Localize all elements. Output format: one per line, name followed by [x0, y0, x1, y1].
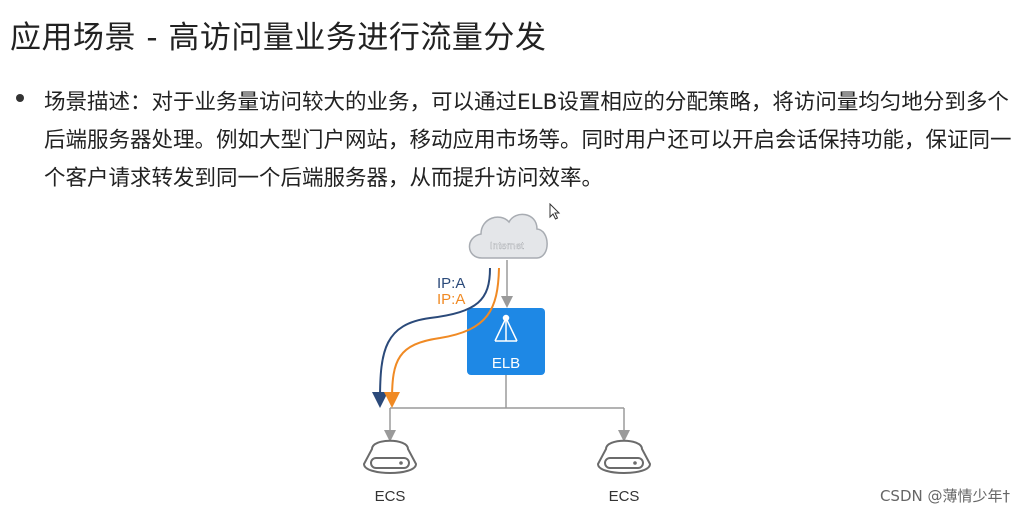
description-text: 对于业务量访问较大的业务，可以通过ELB设置相应的分配策略，将访问量均匀地分到多…: [44, 90, 1012, 191]
session-path-navy: [372, 267, 491, 408]
description-label: 场景描述：: [44, 90, 152, 115]
internet-cloud-icon: Internet: [468, 213, 548, 259]
elb-icon: [494, 314, 518, 342]
ecs-server-icon-left: ECS: [362, 439, 418, 505]
slide-title: 应用场景 - 高访问量业务进行流量分发: [10, 20, 547, 56]
scenario-description: 场景描述：对于业务量访问较大的业务，可以通过ELB设置相应的分配策略，将访问量均…: [16, 84, 1016, 198]
elb-label: ELB: [492, 355, 520, 372]
mouse-cursor-icon: [549, 203, 561, 220]
ecs-label-left: ECS: [375, 488, 406, 505]
bullet-icon: [16, 94, 24, 102]
elb-box: ELB: [467, 308, 545, 375]
watermark: CSDN @薄情少年†: [879, 487, 1010, 505]
internet-label: Internet: [490, 241, 524, 252]
ecs-server-icon-right: ECS: [596, 439, 652, 505]
elb-distribution-lines: [384, 375, 630, 442]
ip-label-orange: IP:A: [437, 291, 465, 308]
ip-label-navy: IP:A: [437, 275, 465, 292]
ecs-label-right: ECS: [609, 488, 640, 505]
session-path-orange: [384, 267, 500, 408]
